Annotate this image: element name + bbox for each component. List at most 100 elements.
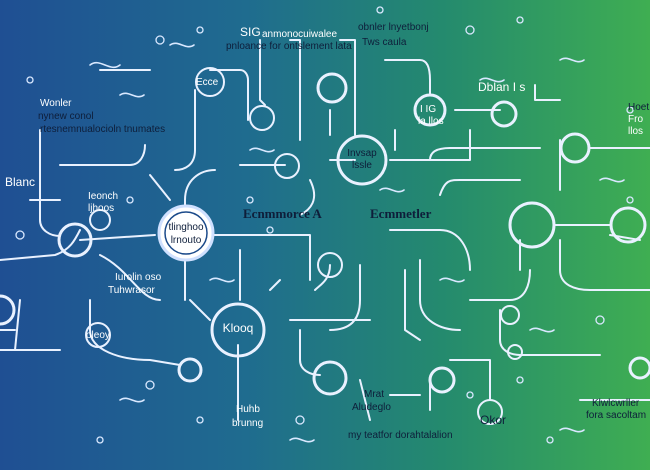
label-top-right1: obnler lnyetbonj xyxy=(358,22,429,33)
label-left3: rtesnemnualocioln tnumates xyxy=(40,124,166,135)
connector xyxy=(174,89,196,171)
connector xyxy=(0,229,81,261)
dot xyxy=(96,436,104,444)
label-center1: Ecnmmorce A xyxy=(243,206,322,221)
node-big-right xyxy=(508,201,556,249)
decorative-stroke xyxy=(119,92,145,98)
node-center-bottom2 xyxy=(428,366,456,394)
node-far-right xyxy=(609,206,647,244)
node-mid-sm xyxy=(274,153,300,179)
node-right-bottom xyxy=(628,356,650,380)
connector xyxy=(419,259,461,331)
connector xyxy=(189,299,211,321)
label-dbl-node2: la llos xyxy=(418,116,444,127)
decorative-stroke xyxy=(119,397,145,403)
label-top-line: pnloance for ontslement lata xyxy=(226,41,352,52)
dot xyxy=(246,196,254,204)
label-bottom-right2: fora sacoltam xyxy=(586,410,647,421)
connector-lines xyxy=(0,39,650,421)
decorative-stroke xyxy=(599,177,625,183)
label-right2: Fro xyxy=(628,114,643,125)
label-icon-left2: ljhoos xyxy=(88,203,115,214)
node-right-bottom2 xyxy=(507,344,523,360)
label-dbl: Dblan I s xyxy=(478,80,526,94)
connector xyxy=(469,269,531,301)
label-hub-left2: lrnouto xyxy=(170,235,202,246)
label-right1: Hoet xyxy=(628,102,650,113)
dot xyxy=(145,380,155,390)
node-right-top xyxy=(490,100,518,128)
connector xyxy=(384,59,431,96)
dot xyxy=(466,391,474,399)
decorative-stroke xyxy=(379,187,405,193)
node-hub-left xyxy=(157,204,215,262)
dot xyxy=(295,415,305,425)
node-big-c xyxy=(336,134,388,186)
label-dbl-node: I IG xyxy=(420,104,437,115)
scatter-dots xyxy=(15,6,634,444)
connector xyxy=(439,179,521,196)
node-right-mid xyxy=(559,132,591,164)
dot xyxy=(516,16,524,24)
decorative-stroke xyxy=(559,427,585,433)
node-top-left xyxy=(195,67,225,97)
node-small-left xyxy=(85,322,111,348)
decorative-stroke xyxy=(89,61,121,69)
label-small-left: oleoy xyxy=(86,330,110,341)
dot xyxy=(626,106,634,114)
label-left-blanc: Blanc xyxy=(5,175,36,189)
decorative-stroke xyxy=(479,77,505,83)
connector xyxy=(89,299,181,366)
label-left2: nynew conol xyxy=(38,111,94,122)
node-hub-left-inner xyxy=(164,211,208,255)
decorative-stroke xyxy=(249,147,275,153)
node-ecce xyxy=(210,302,266,358)
dot xyxy=(516,376,524,384)
label-top-sub: anmonocuiwalee xyxy=(262,29,338,40)
node-edge-left xyxy=(0,294,16,326)
decorative-stroke xyxy=(289,437,315,443)
connector xyxy=(149,174,171,201)
label-bottom-mid2: Aludeglo xyxy=(352,402,391,413)
connector xyxy=(404,269,421,341)
connector xyxy=(299,329,321,376)
label-bottom-left1: Huhb xyxy=(236,404,260,415)
connector xyxy=(59,144,146,166)
label-hub-left1: tlinghoo xyxy=(168,222,204,233)
connector xyxy=(14,299,21,351)
dot xyxy=(376,6,384,14)
connector xyxy=(184,169,216,266)
dot xyxy=(546,436,554,444)
label-center2: Ecmmetler xyxy=(370,206,432,221)
node-icon-left xyxy=(57,222,93,258)
connector xyxy=(389,129,471,161)
label-node-top: Ecce xyxy=(196,77,219,88)
node-center-sm xyxy=(317,252,343,278)
dot xyxy=(196,416,204,424)
node-top-mid xyxy=(249,105,275,131)
dot xyxy=(465,25,475,35)
connector xyxy=(299,179,316,216)
node-right-sm xyxy=(500,305,520,325)
dot xyxy=(266,226,274,234)
connector xyxy=(534,84,561,101)
dot xyxy=(126,196,134,204)
label-bottom-right1: Klwlcwrller xyxy=(592,398,640,409)
connector xyxy=(359,379,371,421)
connector xyxy=(209,69,249,121)
label-kloop: Klooq xyxy=(222,321,254,335)
label-top-sig: SIG xyxy=(240,25,261,39)
label-node-bigc2: lssle xyxy=(351,160,372,171)
node-left-bottom xyxy=(177,357,203,383)
label-mid-left1: Iurolin oso xyxy=(115,272,162,283)
node-okor xyxy=(477,399,503,425)
label-node-bigc1: Invsap xyxy=(347,148,377,159)
label-bottom-mid1: Mrat xyxy=(364,389,384,400)
dot xyxy=(26,76,34,84)
label-left1: Wonler xyxy=(40,98,72,109)
connector xyxy=(269,279,281,291)
connector xyxy=(339,39,356,136)
label-mid-left2: Tuhwrasor xyxy=(108,285,155,296)
